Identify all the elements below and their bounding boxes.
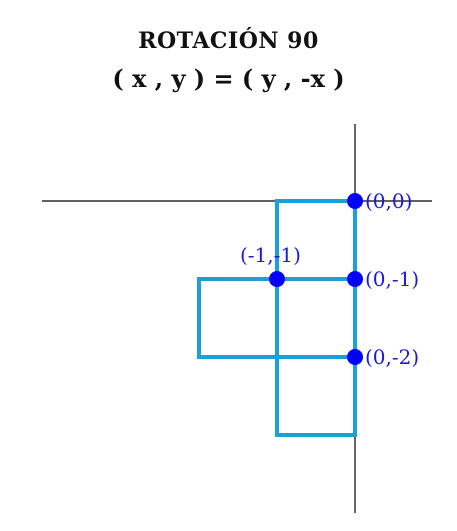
point-0-0 (347, 193, 363, 209)
shape-square-top (275, 199, 357, 281)
point-label-0-0: (0,0) (365, 189, 412, 213)
shape-square-bottom (275, 355, 357, 437)
point-label-0-neg2: (0,-2) (365, 345, 419, 369)
point-0-neg2 (347, 349, 363, 365)
diagram-title: ROTACIÓN 90 (138, 28, 319, 54)
shape-square-center (275, 277, 357, 359)
point-neg1-neg1 (269, 271, 285, 287)
point-label-neg1-neg1: (-1,-1) (240, 243, 301, 267)
shape-square-left (197, 277, 279, 359)
rotation-formula: ( x , y ) = ( y , -x ) (112, 64, 345, 93)
rotated-shape (197, 199, 357, 437)
point-label-0-neg1: (0,-1) (365, 267, 419, 291)
point-0-neg1 (347, 271, 363, 287)
